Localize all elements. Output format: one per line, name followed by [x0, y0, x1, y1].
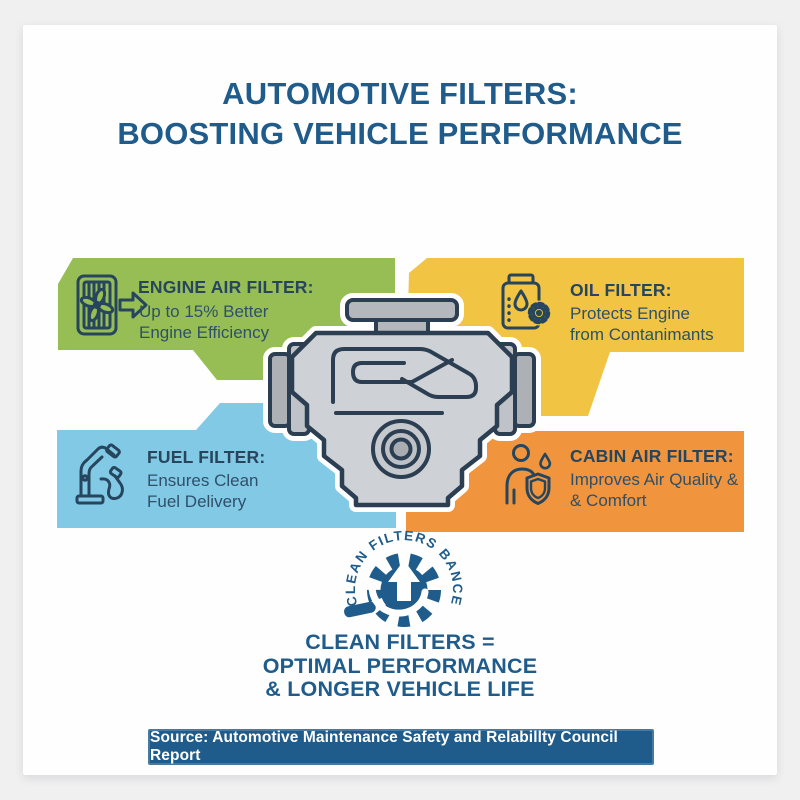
person-shield-icon — [505, 444, 552, 505]
banner-body: Up to 15% Better Engine Efficiency — [139, 301, 269, 343]
banner-body: Protects Engine from Contanimants — [570, 303, 714, 345]
conclusion-line1: CLEAN FILTERS = — [305, 630, 495, 654]
banner-body-line2: from Contanimants — [570, 325, 714, 344]
title-line-2: BOOSTING VEHICLE PERFORMANCE — [117, 116, 683, 151]
banner-body-line2: Engine Efficiency — [139, 323, 270, 342]
fuel-nozzle-icon — [75, 443, 124, 505]
page-title: AUTOMOTIVE FILTERS: BOOSTING VEHICLE PER… — [0, 74, 800, 154]
conclusion-line2: OPTIMAL PERFORMANCE — [262, 653, 538, 678]
banner-body: Improves Air Quality & & Comfort — [570, 469, 738, 511]
banner-body-line1: Protects Engine — [570, 304, 691, 323]
source-text: Source: Automotive Maintenance Safety an… — [150, 729, 618, 764]
banner-heading: CABIN AIR FILTER: — [570, 446, 734, 466]
banner-engine-air-filter: ENGINE AIR FILTER: Up to 15% Better Engi… — [58, 258, 395, 380]
banner-body-line1: Improves Air Quality & — [570, 470, 739, 489]
conclusion-text: CLEAN FILTERS = OPTIMAL PERFORMANCE & LO… — [0, 630, 800, 702]
conclusion-line3: & LONGER VEHICLE LIFE — [265, 677, 535, 701]
oil-can-icon — [501, 273, 552, 330]
banner-heading: FUEL FILTER: — [147, 447, 266, 467]
source-bar: Source: Automotive Maintenance Safety an… — [148, 729, 654, 765]
banner-heading: ENGINE AIR FILTER: — [138, 277, 314, 297]
air-filter-icon — [76, 274, 148, 336]
banner-body-line1: Ensures Clean — [147, 471, 259, 490]
banner-body-line2: Fuel Delivery — [147, 492, 247, 511]
banner-body-line1: Up to 15% Better — [139, 302, 269, 321]
title-line-1: AUTOMOTIVE FILTERS: — [222, 76, 578, 111]
banner-body: Ensures Clean Fuel Delivery — [147, 470, 259, 512]
banner-body-line2: & Comfort — [570, 491, 647, 510]
banner-heading: OIL FILTER: — [570, 280, 672, 300]
